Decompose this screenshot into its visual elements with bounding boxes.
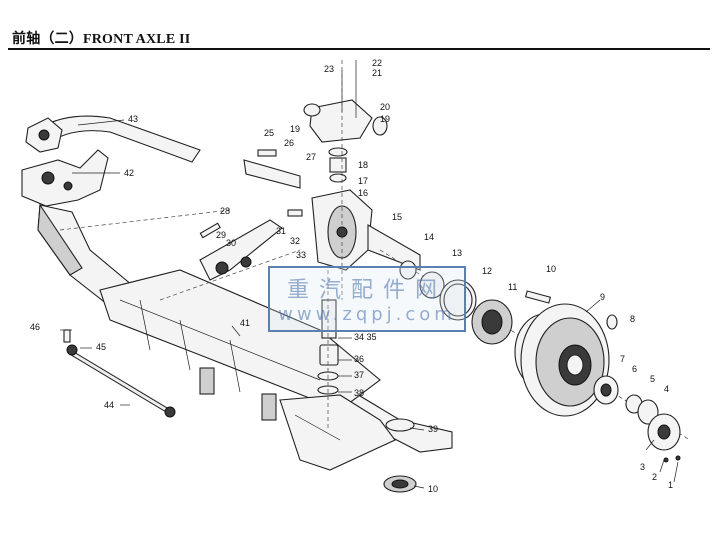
- tie-rod: [63, 329, 176, 418]
- callout-34-35: 34 35: [354, 332, 377, 342]
- callout-45: 45: [96, 342, 106, 352]
- callout-8: 8: [630, 314, 635, 324]
- callout-2: 2: [652, 472, 657, 482]
- wheel-hub: [514, 303, 610, 417]
- hub-cap: [637, 399, 681, 463]
- callout-12: 12: [482, 266, 492, 276]
- page-title: 前轴（二）FRONT AXLE II: [12, 32, 191, 47]
- callout-11: 11: [508, 282, 517, 292]
- callout-4: 4: [664, 384, 669, 394]
- drag-link-arm: [25, 115, 201, 163]
- callout-16: 16: [358, 188, 368, 198]
- callout-7: 7: [620, 354, 625, 364]
- callout-37: 37: [354, 370, 364, 380]
- callout-43: 43: [128, 114, 138, 124]
- callout-28: 28: [220, 206, 230, 216]
- watermark-url: www.zqpj.com: [278, 304, 456, 325]
- callout-13: 13: [452, 248, 462, 258]
- callout-33: 33: [296, 250, 306, 260]
- hub-bolt: [524, 290, 552, 304]
- callout-10b: 10: [428, 484, 438, 494]
- callout-15: 15: [392, 212, 402, 222]
- callout-10a: 10: [546, 264, 556, 274]
- callout-5: 5: [650, 374, 655, 384]
- callout-44: 44: [104, 400, 114, 410]
- upper-track-arm: [243, 149, 303, 217]
- kingpin-cap: [303, 60, 388, 183]
- callout-22: 22: [372, 58, 382, 68]
- callout-1: 1: [668, 480, 673, 490]
- lower-bushing: [383, 418, 417, 493]
- callout-32: 32: [290, 236, 300, 246]
- leader-lines: [60, 119, 679, 489]
- callout-18: 18: [358, 160, 368, 170]
- callout-30: 30: [226, 238, 236, 248]
- callout-39: 39: [428, 424, 438, 434]
- callout-29: 29: [216, 230, 226, 240]
- watermark-text: 重汽配件网: [286, 278, 447, 303]
- steering-arm: [199, 219, 283, 281]
- callout-42: 42: [124, 168, 134, 178]
- callout-19b: 19: [380, 114, 390, 124]
- watermark: 重汽配件网 www.zqpj.com: [268, 266, 466, 332]
- callout-41: 41: [240, 318, 250, 328]
- callout-25: 25: [264, 128, 274, 138]
- callout-14: 14: [424, 232, 434, 242]
- callout-6: 6: [632, 364, 637, 374]
- callout-21: 21: [372, 68, 382, 78]
- callout-labels: 1 2 3 4 5 6 7 8 9 10 10 11 12 13 14 15 1…: [30, 58, 673, 494]
- callout-19a: 19: [290, 124, 300, 134]
- callout-38: 38: [354, 388, 364, 398]
- front-axle-beam: [37, 203, 453, 471]
- callout-31: 31: [276, 226, 286, 236]
- outer-bearing: [593, 314, 643, 414]
- steering-knuckle-arm-bracket: [21, 149, 109, 207]
- callout-26: 26: [284, 138, 294, 148]
- callout-46: 46: [30, 322, 40, 332]
- callout-36: 36: [354, 354, 364, 364]
- callout-27: 27: [306, 152, 316, 162]
- title-rule: [8, 48, 710, 50]
- callout-20: 20: [380, 102, 390, 112]
- callout-17: 17: [358, 176, 368, 186]
- callout-23: 23: [324, 64, 334, 74]
- callout-3: 3: [640, 462, 645, 472]
- callout-9: 9: [600, 292, 605, 302]
- steering-knuckle: [311, 189, 421, 271]
